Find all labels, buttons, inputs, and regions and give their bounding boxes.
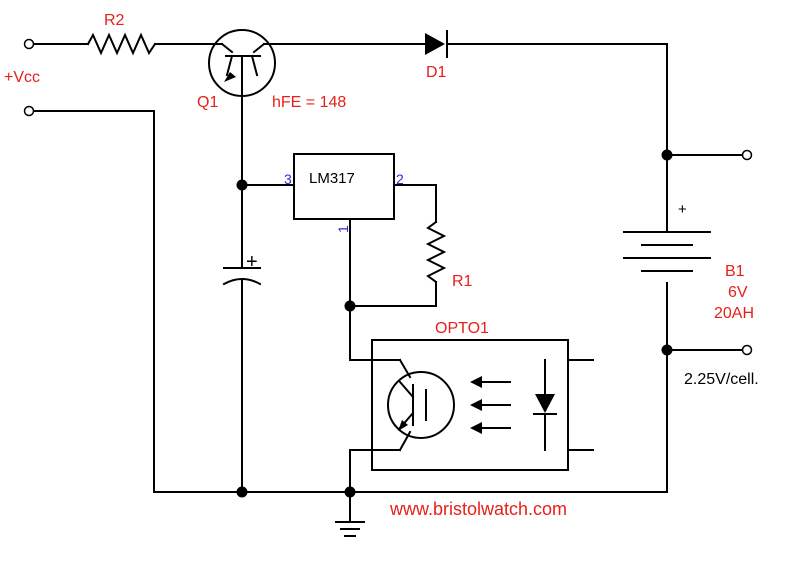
battery-terminal-top [741,149,753,161]
label-cell-voltage: 2.25V/cell. [684,371,759,388]
label-pin1: 1 [335,225,351,233]
vcc-terminal-top [23,38,35,50]
r2-resistor [86,32,157,56]
label-b1: B1 [725,263,745,280]
r1-resistor [425,220,447,284]
battery-b1 [623,231,711,272]
label-b1-voltage: 6V [728,284,748,301]
label-pin2: 2 [396,171,404,187]
label-r1: R1 [452,273,473,290]
d1-diode [425,30,448,58]
phototransistor-icon [387,371,455,439]
label-r2: R2 [104,12,125,29]
vcc-terminal-bottom [23,105,35,117]
label-b1-capacity: 20AH [714,305,754,322]
lm317-regulator [293,153,447,361]
ground-symbol [335,486,365,537]
label-capacitor-plus: + [246,251,258,273]
label-hfe: hFE = 148 [272,94,346,111]
led-icon [533,359,594,451]
label-pin3: 3 [284,171,292,187]
top-wire [23,32,668,56]
label-q1: Q1 [197,94,218,111]
label-opto1: OPTO1 [435,320,489,337]
capacitor-branch [222,179,295,498]
label-vcc: +Vcc [4,69,40,86]
label-d1: D1 [426,64,447,81]
battery-terminal-bottom [741,344,753,356]
light-arrows-icon [470,376,511,434]
battery-branch [623,43,753,493]
label-lm317: LM317 [309,170,355,187]
label-battery-plus: + [678,201,687,218]
q1-transistor [208,29,276,186]
opto1-optocoupler [349,339,594,493]
return-wire [23,105,668,493]
website-link[interactable]: www.bristolwatch.com [389,499,567,519]
